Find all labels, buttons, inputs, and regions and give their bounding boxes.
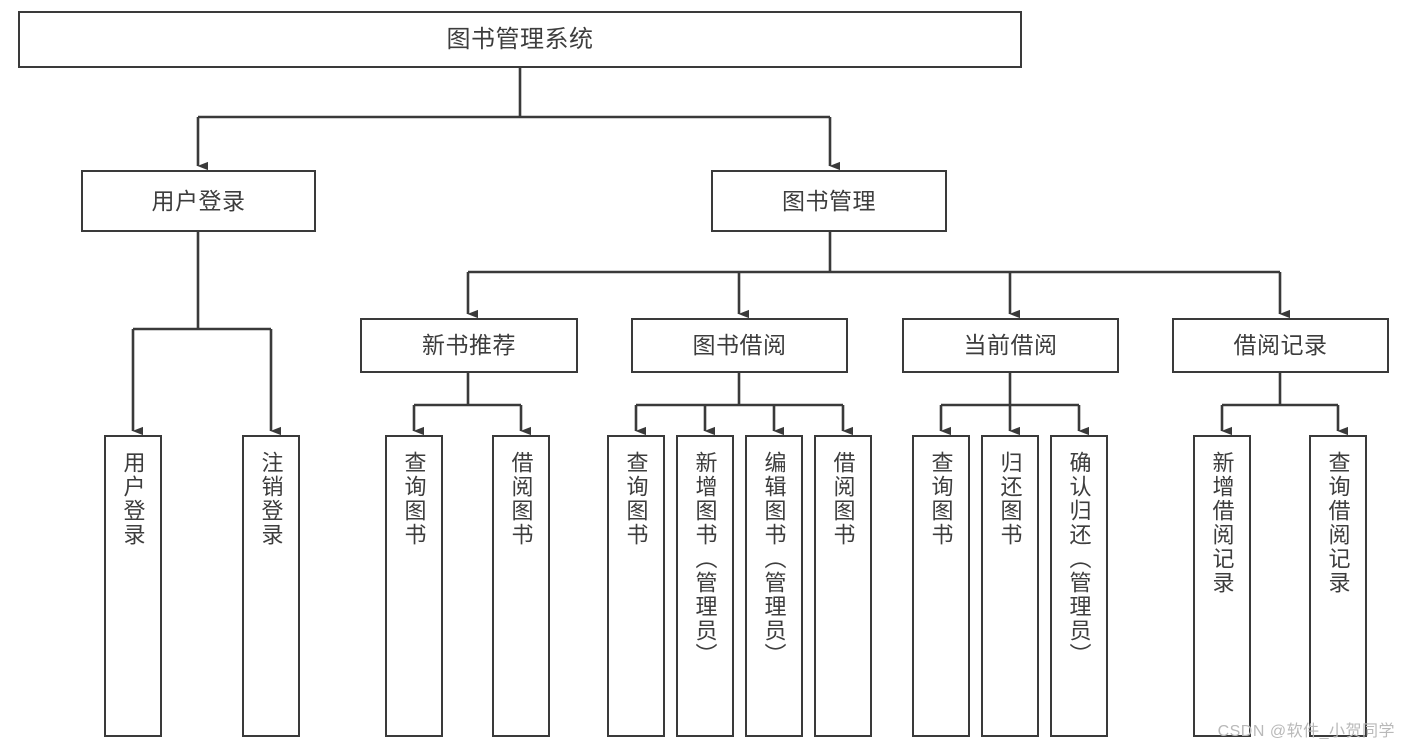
node-label: 查询借阅记录 xyxy=(1325,451,1351,595)
leaf-user-login[interactable]: 用户登录 xyxy=(104,435,162,737)
leaf-borrow-record-add-record[interactable]: 新增借阅记录 xyxy=(1193,435,1251,737)
leaf-book-borrow-edit-book-admin[interactable]: 编辑图书（管理员） xyxy=(745,435,803,737)
leaf-new-book-borrow-book[interactable]: 借阅图书 xyxy=(492,435,550,737)
node-label: 新增图书（管理员） xyxy=(692,451,718,667)
node-label: 借阅记录 xyxy=(1233,332,1328,358)
node-label: 查询图书 xyxy=(928,451,954,547)
node-label: 借阅图书 xyxy=(508,451,534,547)
node-label: 编辑图书（管理员） xyxy=(761,451,787,667)
node-label: 新书推荐 xyxy=(422,332,516,358)
leaf-book-borrow-borrow-book[interactable]: 借阅图书 xyxy=(814,435,872,737)
node-label: 查询图书 xyxy=(623,451,649,547)
leaf-book-borrow-query-book[interactable]: 查询图书 xyxy=(607,435,665,737)
leaf-logout[interactable]: 注销登录 xyxy=(242,435,300,737)
leaf-book-borrow-add-book-admin[interactable]: 新增图书（管理员） xyxy=(676,435,734,737)
node-label: 归还图书 xyxy=(997,451,1023,547)
node-new-book-recommend[interactable]: 新书推荐 xyxy=(360,318,578,373)
node-label: 新增借阅记录 xyxy=(1209,451,1235,595)
leaf-current-borrow-query-book[interactable]: 查询图书 xyxy=(912,435,970,737)
node-root-book-management-system[interactable]: 图书管理系统 xyxy=(18,11,1022,68)
node-borrow-record[interactable]: 借阅记录 xyxy=(1172,318,1389,373)
leaf-current-borrow-return-book[interactable]: 归还图书 xyxy=(981,435,1039,737)
node-label: 查询图书 xyxy=(401,451,427,547)
node-label: 当前借阅 xyxy=(963,332,1058,358)
node-label: 注销登录 xyxy=(258,451,284,547)
leaf-new-book-query-book[interactable]: 查询图书 xyxy=(385,435,443,737)
node-book-management[interactable]: 图书管理 xyxy=(711,170,947,232)
node-label: 图书管理 xyxy=(782,187,876,214)
node-label: 图书管理系统 xyxy=(446,25,594,53)
node-label: 用户登录 xyxy=(120,451,146,547)
node-user-login[interactable]: 用户登录 xyxy=(81,170,316,232)
node-label: 确认归还（管理员） xyxy=(1066,451,1092,667)
node-book-borrow[interactable]: 图书借阅 xyxy=(631,318,848,373)
leaf-borrow-record-query-record[interactable]: 查询借阅记录 xyxy=(1309,435,1367,737)
leaf-current-borrow-confirm-return-admin[interactable]: 确认归还（管理员） xyxy=(1050,435,1108,737)
node-label: 借阅图书 xyxy=(830,451,856,547)
node-label: 用户登录 xyxy=(151,187,246,214)
node-label: 图书借阅 xyxy=(692,332,787,358)
node-current-borrow[interactable]: 当前借阅 xyxy=(902,318,1119,373)
